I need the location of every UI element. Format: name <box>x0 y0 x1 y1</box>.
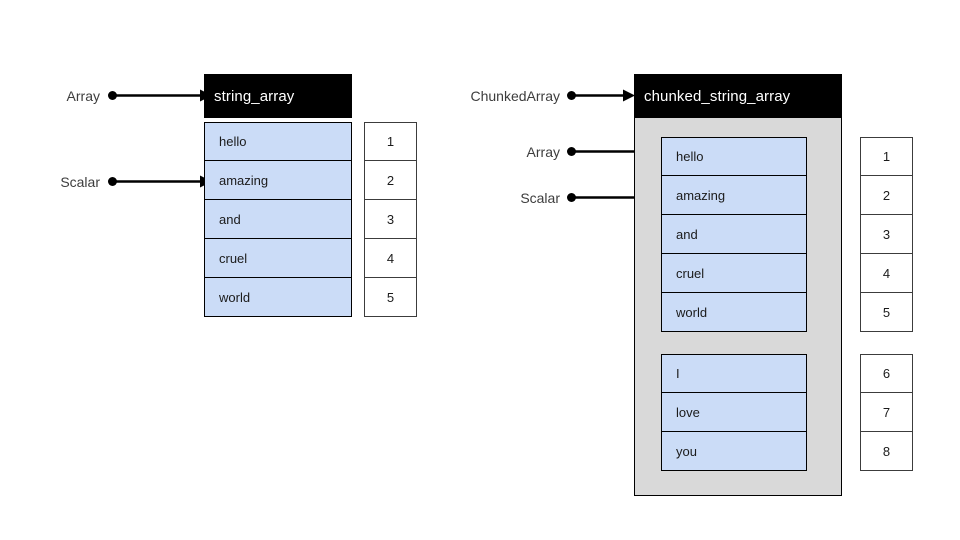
right-annotation-chunkedarray-arrow <box>575 89 635 102</box>
value-cell: cruel <box>204 239 352 278</box>
index-cell: 2 <box>860 176 913 215</box>
value-cell: I <box>661 354 807 393</box>
value-cell: and <box>661 215 807 254</box>
index-cell: 4 <box>860 254 913 293</box>
left-array-header: string_array <box>204 74 352 118</box>
index-cell: 2 <box>364 161 417 200</box>
left-annotation-scalar-label: Scalar <box>60 174 100 190</box>
value-cell: you <box>661 432 807 471</box>
left-array-values: hello amazing and cruel world <box>204 122 352 317</box>
index-cell: 5 <box>364 278 417 317</box>
right-annotation-scalar-label: Scalar <box>520 190 560 206</box>
chunk-0: hello amazing and cruel world <box>661 137 807 332</box>
value-cell: amazing <box>661 176 807 215</box>
value-cell: amazing <box>204 161 352 200</box>
index-cell: 3 <box>364 200 417 239</box>
index-cell: 5 <box>860 293 913 332</box>
index-cell: 8 <box>860 432 913 471</box>
chunk-0-indices: 1 2 3 4 5 <box>860 137 913 332</box>
index-cell: 7 <box>860 393 913 432</box>
chunk-1: I love you <box>661 354 807 471</box>
value-cell: and <box>204 200 352 239</box>
index-cell: 1 <box>364 122 417 161</box>
index-cell: 6 <box>860 354 913 393</box>
value-cell: love <box>661 393 807 432</box>
value-cell: hello <box>661 137 807 176</box>
left-annotation-scalar-arrow <box>116 175 212 188</box>
right-annotation-chunkedarray-dot <box>567 91 576 100</box>
right-annotation-scalar-dot <box>567 193 576 202</box>
index-cell: 1 <box>860 137 913 176</box>
value-cell: hello <box>204 122 352 161</box>
left-annotation-scalar-dot <box>108 177 117 186</box>
left-annotation-array-label: Array <box>66 88 100 104</box>
index-cell: 3 <box>860 215 913 254</box>
right-annotation-array-dot <box>567 147 576 156</box>
left-annotation-array-arrow <box>116 89 212 102</box>
chunk-1-indices: 6 7 8 <box>860 354 913 471</box>
index-cell: 4 <box>364 239 417 278</box>
left-annotation-array-dot <box>108 91 117 100</box>
right-annotation-chunkedarray-label: ChunkedArray <box>470 88 561 104</box>
value-cell: cruel <box>661 254 807 293</box>
right-annotation-array-label: Array <box>526 144 560 160</box>
right-chunkedarray-header: chunked_string_array <box>634 74 842 118</box>
value-cell: world <box>661 293 807 332</box>
left-array-indices: 1 2 3 4 5 <box>364 122 417 317</box>
value-cell: world <box>204 278 352 317</box>
